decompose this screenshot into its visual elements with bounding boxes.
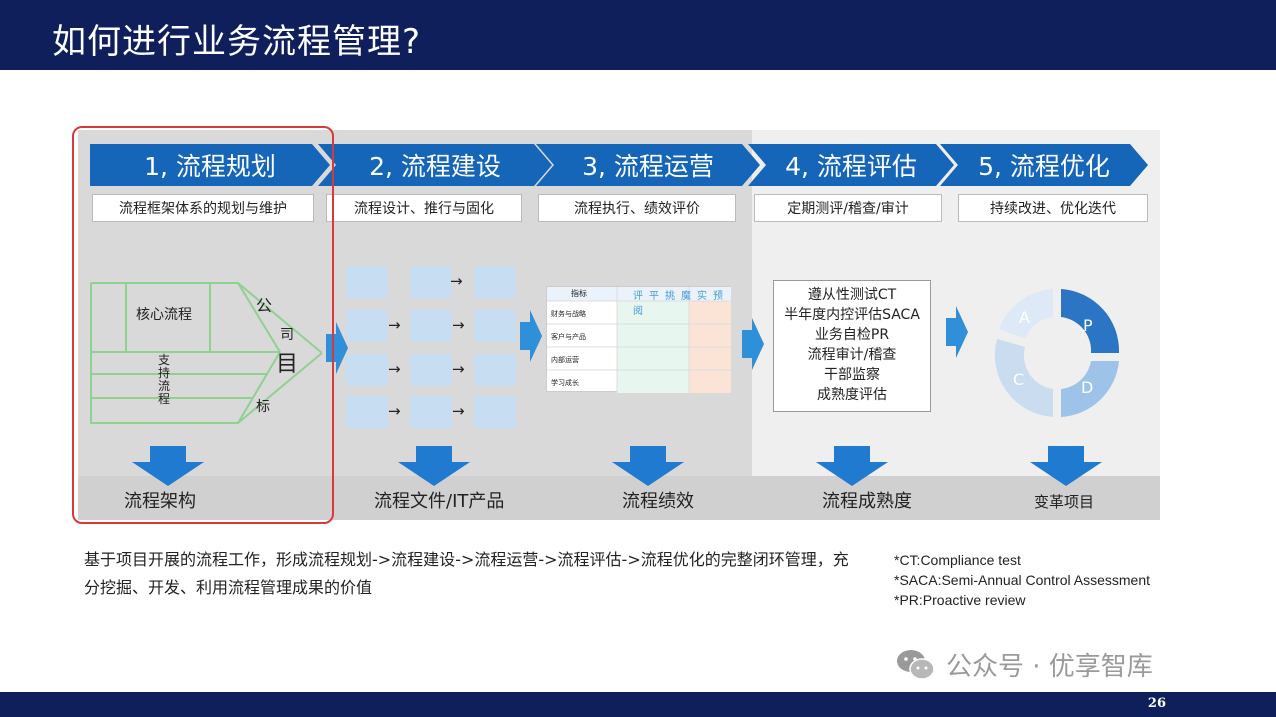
stage-4-subtitle: 定期测评/稽查/审计: [754, 194, 942, 222]
stage-3-chevron: 3, 流程运营: [536, 144, 760, 186]
down-arrow-icon: [816, 446, 888, 486]
table-header-cols: 评平挑魔实预阅: [633, 291, 729, 317]
list-item: 干部监察: [824, 367, 880, 383]
table-header-left: 指标: [571, 289, 587, 298]
footnotes: *CT:Compliance test *SACA:Semi-Annual Co…: [894, 550, 1150, 610]
stage-1-label: 1, 流程规划: [144, 152, 276, 181]
table-row: 客户与产品: [551, 333, 586, 341]
architecture-lines: [90, 282, 322, 424]
stage-3-subtitle: 流程执行、绩效评价: [538, 194, 736, 222]
stage-5-subtitle: 持续改进、优化迭代: [958, 194, 1148, 222]
stage-2-subtitle: 流程设计、推行与固化: [326, 194, 522, 222]
right-arrow-icon: [946, 306, 968, 358]
performance-table: 指标 评平挑魔实预阅 财务与战略 客户与产品 内部运营 学习成长: [546, 286, 731, 393]
goal-char-3: 目: [276, 352, 299, 377]
watermark: 公众号 · 优享智库: [896, 646, 1153, 683]
stage-1-chevron: 1, 流程规划: [90, 144, 330, 186]
stage-3-output: 流程绩效: [622, 491, 694, 512]
footnote: *CT:Compliance test: [894, 552, 1021, 568]
goal-char-4: 标: [256, 399, 270, 415]
down-arrow-icon: [132, 446, 204, 486]
down-arrow-icon: [398, 446, 470, 486]
stage-5-chevron: 5, 流程优化: [940, 144, 1148, 186]
support-process-label: 支持流程: [158, 353, 171, 406]
stage-5-label: 5, 流程优化: [978, 152, 1110, 181]
right-arrow-icon: [742, 318, 764, 370]
watermark-text: 公众号 · 优享智库: [946, 652, 1153, 682]
stage-1-output: 流程架构: [124, 491, 196, 512]
down-arrow-icon: [1030, 446, 1102, 486]
list-item: 遵从性测试CT: [807, 287, 897, 303]
title-bar: 如何进行业务流程管理?: [0, 0, 1276, 70]
table-grid: [547, 287, 731, 393]
stage-2-output: 流程文件/IT产品: [374, 491, 505, 512]
stage-1-highlight: [72, 126, 334, 524]
goal-char-1: 公: [256, 296, 273, 315]
list-item: 成熟度评估: [817, 387, 887, 403]
stage-1-subtitle: 流程框架体系的规划与维护: [92, 194, 314, 222]
pdca-cycle: A P C D: [994, 289, 1120, 417]
stage-3-label: 3, 流程运营: [582, 152, 714, 181]
right-arrow-icon: [520, 310, 542, 362]
footer-bar: 26: [0, 692, 1276, 717]
stage-4-chevron: 4, 流程评估: [748, 144, 954, 186]
pdca-a: A: [1019, 308, 1030, 327]
stage-2-label: 2, 流程建设: [369, 152, 501, 181]
table-row: 内部运营: [551, 356, 579, 364]
pdca-c: C: [1013, 370, 1024, 389]
list-item: 流程审计/稽查: [807, 347, 897, 363]
page-number: 26: [1147, 696, 1166, 711]
list-item: 业务自检PR: [814, 327, 890, 343]
right-arrow-icon: [326, 322, 348, 374]
list-item: 半年度内控评估SACA: [784, 307, 920, 323]
footnote: *SACA:Semi-Annual Control Assessment: [894, 572, 1150, 588]
stage-2-chevron: 2, 流程建设: [318, 144, 552, 186]
stage-5-output: 变革项目: [1034, 493, 1095, 511]
assessment-list: 遵从性测试CT 半年度内控评估SACA 业务自检PR 流程审计/稽查 干部监察 …: [773, 280, 931, 412]
footnote: *PR:Proactive review: [894, 592, 1026, 608]
pdca-d: D: [1081, 378, 1093, 397]
table-row: 学习成长: [551, 379, 579, 387]
down-arrow-icon: [612, 446, 684, 486]
table-row: 财务与战略: [551, 310, 586, 318]
output-strip: [78, 476, 1160, 520]
description-text: 基于项目开展的流程工作，形成流程规划->流程建设->流程运营->流程评估->流程…: [84, 550, 849, 597]
pdca-p: P: [1083, 316, 1093, 335]
stage-4-label: 4, 流程评估: [785, 152, 917, 181]
goal-char-2: 司: [280, 327, 294, 343]
wechat-icon: [897, 649, 935, 680]
core-process-label: 核心流程: [136, 307, 192, 323]
process-architecture-diagram: 核心流程 支持流程 公 司 目 标: [90, 282, 322, 424]
stage-4-output: 流程成熟度: [822, 491, 912, 512]
page-title: 如何进行业务流程管理?: [52, 22, 422, 62]
